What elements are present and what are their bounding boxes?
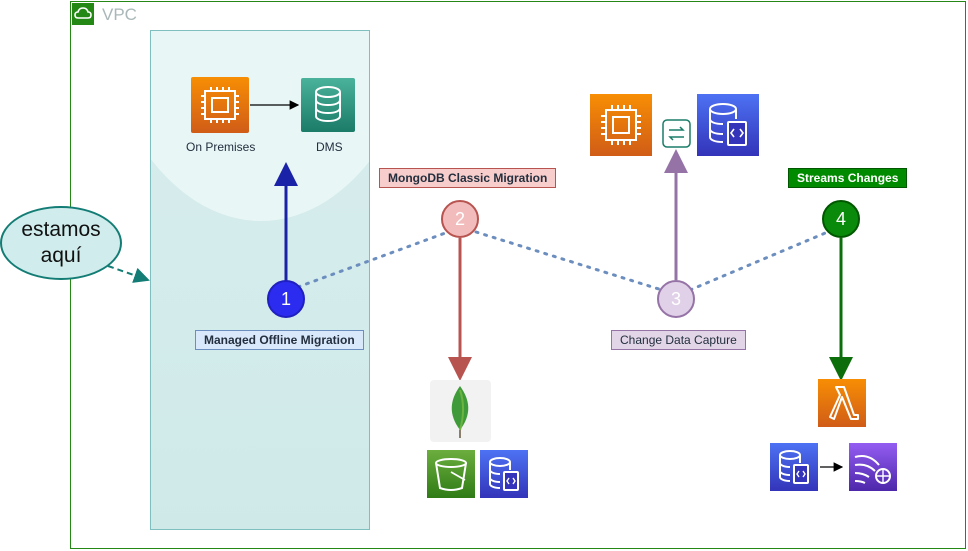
dms-database-icon xyxy=(301,78,355,132)
dotted-path-3-4 xyxy=(688,229,832,292)
ec2-icon xyxy=(191,77,249,133)
step-4-marker: 4 xyxy=(822,200,860,238)
ec2-icon xyxy=(590,94,652,156)
s3-bucket-icon xyxy=(427,450,475,498)
step-1-number: 1 xyxy=(280,288,291,309)
callout-line-1: estamos xyxy=(21,218,101,241)
vpc-cloud-icon xyxy=(72,3,94,25)
documentdb-icon xyxy=(697,94,759,156)
dotted-path-2-3 xyxy=(474,230,664,292)
documentdb-icon xyxy=(480,450,528,498)
vpc-label: VPC xyxy=(102,5,137,24)
callout-line-2: aquí xyxy=(40,244,82,267)
step-3-caption: Change Data Capture xyxy=(611,330,746,350)
documentdb-icon xyxy=(770,443,818,491)
callout-arrow xyxy=(107,265,150,283)
step-2-number: 2 xyxy=(454,208,465,229)
step-3-marker: 3 xyxy=(657,280,695,318)
lambda-icon xyxy=(818,379,866,427)
step-4-number: 4 xyxy=(835,208,846,229)
step-1-caption: Managed Offline Migration xyxy=(195,330,364,350)
on-premises-label: On Premises xyxy=(186,140,256,154)
step-1-marker: 1 xyxy=(267,280,305,318)
kinesis-icon xyxy=(849,443,897,491)
transfer-icon xyxy=(662,119,691,148)
dotted-path-1-2 xyxy=(296,230,450,289)
mongodb-leaf-icon xyxy=(430,380,491,442)
dms-label: DMS xyxy=(316,140,343,154)
step-4-caption: Streams Changes xyxy=(788,168,908,188)
step-3-number: 3 xyxy=(670,288,681,309)
step-2-caption: MongoDB Classic Migration xyxy=(379,168,557,188)
step-2-marker: 2 xyxy=(441,200,479,238)
callout-bubble: estamos aquí xyxy=(0,206,122,280)
